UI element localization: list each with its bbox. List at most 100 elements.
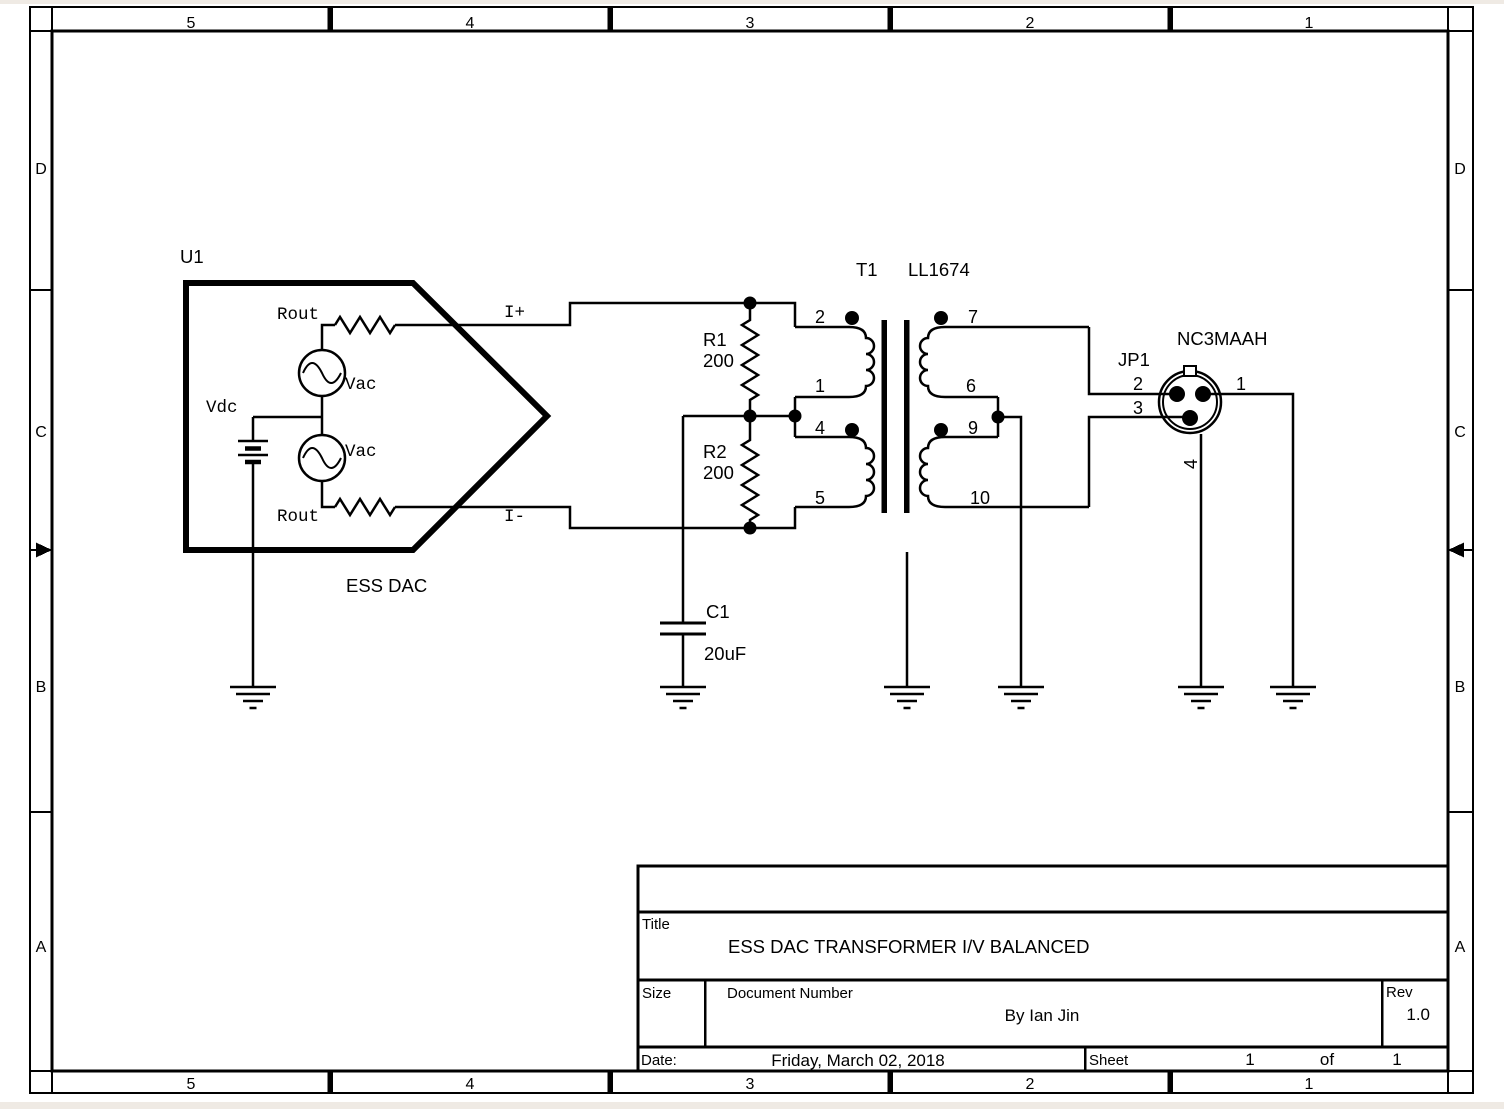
jp1-pin-3: 3	[1133, 398, 1143, 418]
r2-value: 200	[703, 462, 734, 483]
vac-source-bottom	[297, 433, 347, 483]
xlr-contact-2	[1169, 386, 1185, 402]
sine-icon	[302, 362, 342, 384]
junction-dots	[743, 296, 1005, 535]
zone-right-b: B	[1455, 679, 1466, 696]
zone-right-d: D	[1454, 161, 1466, 178]
rev-label: Rev	[1386, 984, 1413, 1001]
sine-icon	[302, 447, 342, 469]
rout-bottom-label: Rout	[277, 507, 319, 527]
c1-value: 20uF	[704, 643, 746, 664]
transformer-t1: T1 LL1674 2 1 4 5 7 6 9 10	[795, 259, 1089, 687]
core-bar-left	[881, 320, 887, 513]
core-bar-right	[904, 320, 910, 513]
zone-left-d: D	[35, 161, 47, 178]
winding-primary-top	[795, 325, 876, 399]
dac-part-name: ESS DAC	[346, 575, 427, 596]
t1-part: LL1674	[908, 259, 970, 280]
winding-secondary-top	[918, 325, 1089, 399]
rout-resistor-bottom	[320, 481, 797, 530]
jp1-pin-4: 4	[1181, 459, 1201, 469]
vac-top-label: Vac	[345, 375, 377, 395]
zone-left-a: A	[36, 939, 47, 956]
c1-refdes: C1	[706, 601, 730, 622]
xlr-notch	[1183, 365, 1197, 377]
t1-pin-6: 6	[966, 376, 976, 396]
polarity-dot-pin9	[934, 423, 948, 437]
sheet-label: Sheet	[1089, 1052, 1129, 1069]
capacitor-c1: C1 20uF	[660, 416, 746, 687]
vdc-label: Vdc	[206, 398, 238, 418]
zone-top-5: 5	[187, 15, 196, 32]
centerline-arrow-left	[30, 542, 52, 558]
r1-value: 200	[703, 350, 734, 371]
zone-top-3: 3	[746, 15, 755, 32]
wire-pin7-to-jp2	[1087, 327, 1177, 396]
resistor-r2: R2 200	[703, 416, 761, 528]
jp1-pin-2: 2	[1133, 374, 1143, 394]
vdc-battery	[238, 396, 324, 687]
t1-pin-9: 9	[968, 418, 978, 438]
rev-value: 1.0	[1406, 1005, 1430, 1024]
dac-outline	[183, 280, 552, 553]
zone-dividers	[30, 7, 1473, 1093]
zone-bottom-5: 5	[187, 1076, 196, 1093]
rout-top-label: Rout	[277, 305, 319, 325]
schematic-title: ESS DAC TRANSFORMER I/V BALANCED	[728, 936, 1090, 957]
date-label: Date:	[641, 1052, 677, 1069]
dac-symbol: U1 ESS DAC Rout Vac Vdc	[180, 246, 797, 687]
zone-top-4: 4	[466, 15, 475, 32]
xlr-contact-3	[1182, 410, 1198, 426]
polarity-dot-pin4	[845, 423, 859, 437]
polarity-dot-pin2	[845, 311, 859, 325]
zone-right-a: A	[1455, 939, 1466, 956]
zone-top-1: 1	[1305, 15, 1314, 32]
zone-bottom-1: 1	[1305, 1076, 1314, 1093]
jp1-pin-1: 1	[1236, 374, 1246, 394]
zone-labels: 5 4 3 2 1 5 4 3 2 1 D C B A D C B A	[35, 15, 1466, 1093]
vac-source-top	[297, 348, 347, 398]
r2-refdes: R2	[703, 441, 727, 462]
sheet-total: 1	[1392, 1050, 1401, 1069]
t1-pin-10: 10	[970, 488, 990, 508]
zone-right-c: C	[1454, 424, 1466, 441]
zone-top-2: 2	[1026, 15, 1035, 32]
centerline-arrow-right	[1448, 542, 1473, 558]
zone-bottom-4: 4	[466, 1076, 475, 1093]
window-edge-top	[0, 0, 1504, 4]
t1-refdes: T1	[856, 259, 878, 280]
date-value: Friday, March 02, 2018	[771, 1051, 945, 1070]
zone-left-c: C	[35, 424, 47, 441]
t1-pin-1: 1	[815, 376, 825, 396]
wire-pin10-to-jp3	[1087, 415, 1190, 507]
sheet-of-label: of	[1320, 1050, 1334, 1069]
winding-primary-bottom	[795, 435, 876, 509]
document-number-label: Document Number	[727, 985, 853, 1002]
title-block	[636, 864, 1450, 1073]
t1-pin-7: 7	[968, 307, 978, 327]
capacitor-plates	[660, 621, 706, 636]
window-edge-bottom	[0, 1102, 1504, 1109]
net-label-i-plus: I+	[504, 303, 525, 323]
size-label: Size	[642, 985, 671, 1002]
jp1-part: NC3MAAH	[1177, 328, 1267, 349]
t1-pin-2: 2	[815, 307, 825, 327]
winding-secondary-bottom	[918, 435, 1089, 509]
title-label: Title	[642, 916, 670, 933]
zone-bottom-3: 3	[746, 1076, 755, 1093]
net-label-i-minus: I-	[504, 507, 525, 527]
vac-bottom-label: Vac	[345, 442, 377, 462]
jp1-refdes: JP1	[1118, 349, 1150, 370]
connector-jp1: JP1 NC3MAAH 2 3 1 4	[996, 327, 1295, 687]
polarity-dot-pin7	[934, 311, 948, 325]
t1-pin-5: 5	[815, 488, 825, 508]
resistor-r1: R1 200	[703, 303, 761, 416]
zone-bottom-2: 2	[1026, 1076, 1035, 1093]
dac-refdes: U1	[180, 246, 204, 267]
document-number-value: By Ian Jin	[1005, 1006, 1080, 1025]
sheet-number: 1	[1245, 1050, 1254, 1069]
t1-pin-4: 4	[815, 418, 825, 438]
r1-refdes: R1	[703, 329, 727, 350]
